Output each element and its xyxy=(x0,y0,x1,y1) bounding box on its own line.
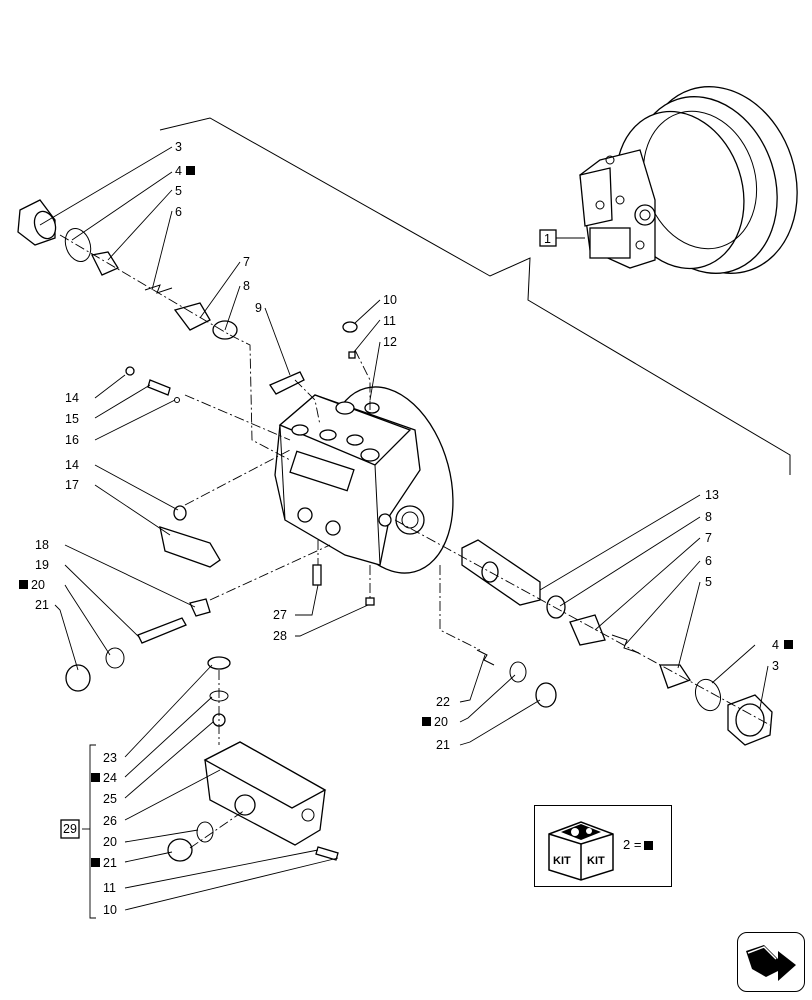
callout-22: 22 xyxy=(436,695,450,709)
callout-26: 26 xyxy=(103,814,117,828)
callout-10-bottom: 10 xyxy=(103,903,117,917)
callout-25: 25 xyxy=(103,792,117,806)
valve-body xyxy=(274,386,454,574)
callout-27: 27 xyxy=(273,608,287,622)
callout-19: 19 xyxy=(35,558,49,572)
kit-marker-4-left xyxy=(186,166,195,175)
callout-21-right: 21 xyxy=(436,738,450,752)
next-page-arrow-icon xyxy=(746,945,796,981)
callout-4-left: 4 xyxy=(175,164,182,178)
callout-21-bottom: 21 xyxy=(103,856,117,870)
callout-7-left: 7 xyxy=(243,255,250,269)
callout-16: 16 xyxy=(65,433,79,447)
callout-3-right: 3 xyxy=(772,659,779,673)
assembly-bracket xyxy=(60,744,96,919)
travel-motor-assembly xyxy=(539,86,798,274)
callout-24: 24 xyxy=(103,771,117,785)
kit-equation: 2 = xyxy=(623,837,654,852)
callout-13: 13 xyxy=(705,488,719,502)
callout-29: 29 xyxy=(63,822,77,836)
kit-marker-24 xyxy=(91,773,100,782)
callout-6-left: 6 xyxy=(175,205,182,219)
callout-23: 23 xyxy=(103,751,117,765)
kit-marker-20-right xyxy=(422,717,431,726)
leader-lines xyxy=(39,146,769,911)
left-upper-parts xyxy=(17,199,238,340)
callout-3-left: 3 xyxy=(175,140,182,154)
callout-9: 9 xyxy=(255,301,262,315)
callout-4-right: 4 xyxy=(772,638,779,652)
kit-label-left: KIT xyxy=(553,855,571,867)
kit-marker-4-right xyxy=(784,640,793,649)
kit-marker-20-left xyxy=(19,580,28,589)
left-middle-parts xyxy=(65,366,221,692)
breakout-lines xyxy=(159,117,791,475)
callout-1: 1 xyxy=(544,232,551,246)
callout-21-left: 21 xyxy=(35,598,49,612)
callout-20-bottom: 20 xyxy=(103,835,117,849)
callout-20-left: 20 xyxy=(31,578,45,592)
callout-5-left: 5 xyxy=(175,184,182,198)
callout-6-right: 6 xyxy=(705,554,712,568)
kit-equation-text: 2 = xyxy=(623,837,642,852)
callout-5-right: 5 xyxy=(705,575,712,589)
callout-12: 12 xyxy=(383,335,397,349)
next-page-button[interactable] xyxy=(737,932,805,992)
callout-7-right: 7 xyxy=(705,531,712,545)
callout-18: 18 xyxy=(35,538,49,552)
callout-15: 15 xyxy=(65,412,79,426)
callout-20-right: 20 xyxy=(434,715,448,729)
kit-marker-21-bottom xyxy=(91,858,100,867)
callout-14-a: 14 xyxy=(65,391,79,405)
kit-marker-legend xyxy=(644,841,654,850)
callout-8-right: 8 xyxy=(705,510,712,524)
callout-labels: 1 3 4 5 6 7 8 9 10 11 12 14 15 16 14 17 … xyxy=(19,140,793,917)
centerlines xyxy=(59,234,771,849)
kit-legend: KIT KIT 2 = xyxy=(534,805,672,887)
callout-11-top: 11 xyxy=(383,314,396,328)
callout-17: 17 xyxy=(65,478,79,492)
callout-8-left: 8 xyxy=(243,279,250,293)
callout-14-b: 14 xyxy=(65,458,79,472)
callout-10-top: 10 xyxy=(383,293,397,307)
callout-11-bottom: 11 xyxy=(103,881,116,895)
bottom-subassembly xyxy=(167,656,339,862)
right-row-parts xyxy=(461,539,773,746)
kit-box-icon: KIT KIT xyxy=(548,821,614,881)
callout-28: 28 xyxy=(273,629,287,643)
kit-label-right: KIT xyxy=(587,855,605,867)
center-small-parts xyxy=(269,321,557,708)
